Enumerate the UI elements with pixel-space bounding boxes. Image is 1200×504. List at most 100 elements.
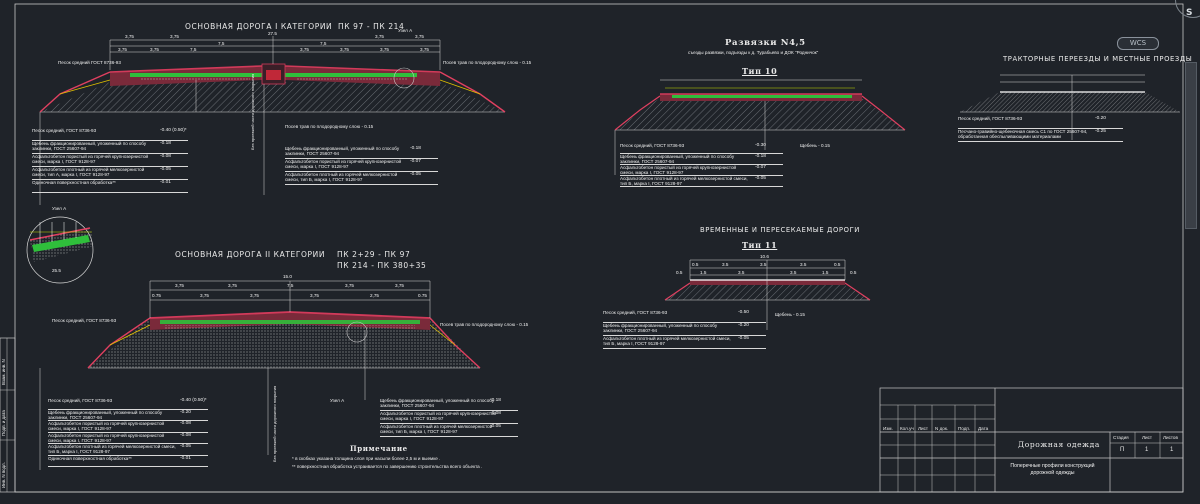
temporary-title: ВРЕМЕННЫЕ И ПЕРЕСЕКАЕМЫЕ ДОРОГИ — [700, 226, 860, 234]
layer-label: Щебень фракционированный, уложенный по с… — [380, 398, 495, 409]
layer-depth: -0.07 — [410, 159, 421, 164]
s2-sand-label: Песок средний, ГОСТ 8736-93 — [52, 318, 117, 323]
s2-sub-5: 2,75 — [370, 293, 379, 298]
layer-underline — [380, 410, 518, 411]
layer-underline — [380, 423, 518, 424]
title-block-frame — [879, 387, 1184, 493]
layer-underline — [48, 454, 208, 456]
node-a-label: Узел А — [52, 206, 67, 211]
layer-depth: -0.05 — [160, 167, 171, 172]
s2-dim-5: 3,75 — [395, 283, 404, 288]
t-sub-4: 3.5 — [790, 270, 797, 275]
s1-vertical-note: Без проезжей части дорожного покрытия — [250, 73, 255, 150]
layer-label: Песок средний, ГОСТ 8736-93 — [32, 128, 97, 133]
layer-depth: -0.05 — [738, 336, 749, 341]
layer-label: Асфальтобетон плотный из горячей мелкозе… — [285, 172, 398, 183]
layer-underline — [603, 322, 766, 323]
s2-dim-4: 3,75 — [345, 283, 354, 288]
tb-sheets-label: Листов — [1163, 435, 1178, 440]
layer-depth: -0.05 — [755, 176, 766, 181]
s1-node-label: Узел А — [398, 28, 413, 33]
layer-depth: -0.05 — [410, 172, 421, 177]
layer-label: Асфальтобетон пористый из горячей крупно… — [48, 432, 165, 443]
s1-dim-4: 7,5 — [320, 41, 327, 46]
interchange-type: Тип 10 — [742, 66, 778, 76]
s1-dim-5: 3,75 — [375, 34, 384, 39]
interchange-title: Развязки N4,5 — [725, 38, 806, 48]
layer-depth: -0.18 — [160, 141, 171, 146]
layer-depth: -0.40 (0.50)* — [160, 128, 187, 133]
layer-underline — [32, 192, 188, 193]
layer-underline — [380, 436, 518, 437]
layer-label: Асфальтобетон плотный из горячей мелкозе… — [48, 444, 176, 455]
layer-underline — [32, 179, 188, 180]
t-sub-6: 0.5 — [850, 270, 857, 275]
stamp-inv: Инв. N подл. — [1, 462, 6, 488]
layer-underline — [48, 443, 208, 444]
layer-depth: -0.30 — [755, 143, 766, 148]
tb-sheets: 1 — [1170, 447, 1174, 453]
s2-seed: Посев трав по плодородному слою - 0.15 — [440, 322, 529, 327]
layer-depth: -0.01 — [180, 455, 191, 461]
layer-depth: -0.20 — [738, 323, 749, 328]
layer-underline — [285, 184, 438, 185]
layer-label: Асфальтобетон пористый из горячей крупно… — [48, 421, 165, 432]
layer-label: Щебень фракционированный, уложенный по с… — [32, 141, 147, 152]
tb-sheet-label: Лист — [1142, 435, 1152, 440]
layer-underline — [958, 141, 1123, 142]
t-sub-1: 0.5 — [676, 270, 683, 275]
interchange-crushed: Щебень - 0.15 — [800, 143, 830, 148]
s1-mid-3: 7,5 — [190, 47, 197, 52]
temporary-crushed: Щебень - 0.15 — [775, 312, 805, 317]
tb-head-list: Лист — [918, 426, 928, 431]
stamp-podp: Подп. и дата — [1, 410, 6, 436]
t-dim-5: 0.5 — [834, 262, 841, 267]
s2-sub-4: 3,75 — [310, 293, 319, 298]
compass-south-label[interactable]: S — [1186, 8, 1193, 18]
s1-mid-5: 3,75 — [340, 47, 349, 52]
layer-label: Щебень фракционированный, уложенный по с… — [285, 146, 400, 157]
wcs-button[interactable]: WCS — [1117, 37, 1159, 50]
s2-dim-1: 3,75 — [175, 283, 184, 288]
section-1-drawing — [39, 36, 506, 205]
s1-mid-6: 3,75 — [380, 47, 389, 52]
layer-underline — [48, 431, 208, 433]
interchange-drawing — [614, 79, 906, 175]
s2-vertical-note: Без проезжей части дорожного покрытия — [272, 385, 277, 462]
section2-total: 15.0 — [283, 274, 292, 279]
tb-head-ndoc: N док. — [935, 426, 949, 431]
layer-underline — [620, 175, 783, 176]
vertical-scrollbar[interactable] — [1185, 62, 1197, 229]
temporary-roads-drawing — [664, 259, 871, 330]
layer-depth: -0.07 — [755, 165, 766, 170]
layer-label: Песок средний, ГОСТ 8736-93 — [958, 116, 1023, 121]
remark-1: * в скобках указана толщина слоя при нас… — [292, 456, 441, 461]
tractor-drawing — [960, 74, 1180, 140]
t-sub-3: 3.5 — [738, 270, 745, 275]
tb-head-podp: Подп. — [958, 426, 971, 431]
layer-underline — [603, 348, 766, 349]
s1-mid-7: 3,75 — [420, 47, 429, 52]
section1-total: 27.5 — [268, 31, 277, 36]
layer-depth: -0.01 — [160, 180, 171, 185]
layer-label: Песчано-гравийно-щебеночная смесь С1 по … — [958, 129, 1088, 140]
layer-depth: -0.50 — [738, 310, 749, 315]
layer-depth: -0.40 (0.50)* — [180, 398, 207, 403]
layer-depth: -0.08 — [490, 411, 501, 416]
layer-label: Одиночная поверхностная обработка** — [32, 180, 116, 185]
layer-label: Одиночная поверхностная обработка** — [48, 455, 132, 461]
layer-label: Асфальтобетон пористый из горячей крупно… — [380, 411, 497, 422]
section1-title: ОСНОВНАЯ ДОРОГА I КАТЕГОРИИ — [185, 22, 333, 31]
layer-depth: -0.08 — [160, 154, 171, 159]
section1-pk: ПК 97 - ПК 214 — [338, 22, 405, 31]
layer-depth: -0.18 — [490, 398, 501, 403]
tractor-title: ТРАКТОРНЫЕ ПЕРЕЕЗДЫ И МЕСТНЫЕ ПРОЕЗДЫ — [1003, 55, 1193, 63]
s1-dim-6: 3,75 — [415, 34, 424, 39]
layer-underline — [285, 171, 438, 172]
s1-dim-1: 3,75 — [125, 34, 134, 39]
s2-dim-3: 7,5 — [287, 283, 294, 288]
layer-underline — [620, 164, 783, 165]
section-2-drawing — [39, 280, 481, 470]
